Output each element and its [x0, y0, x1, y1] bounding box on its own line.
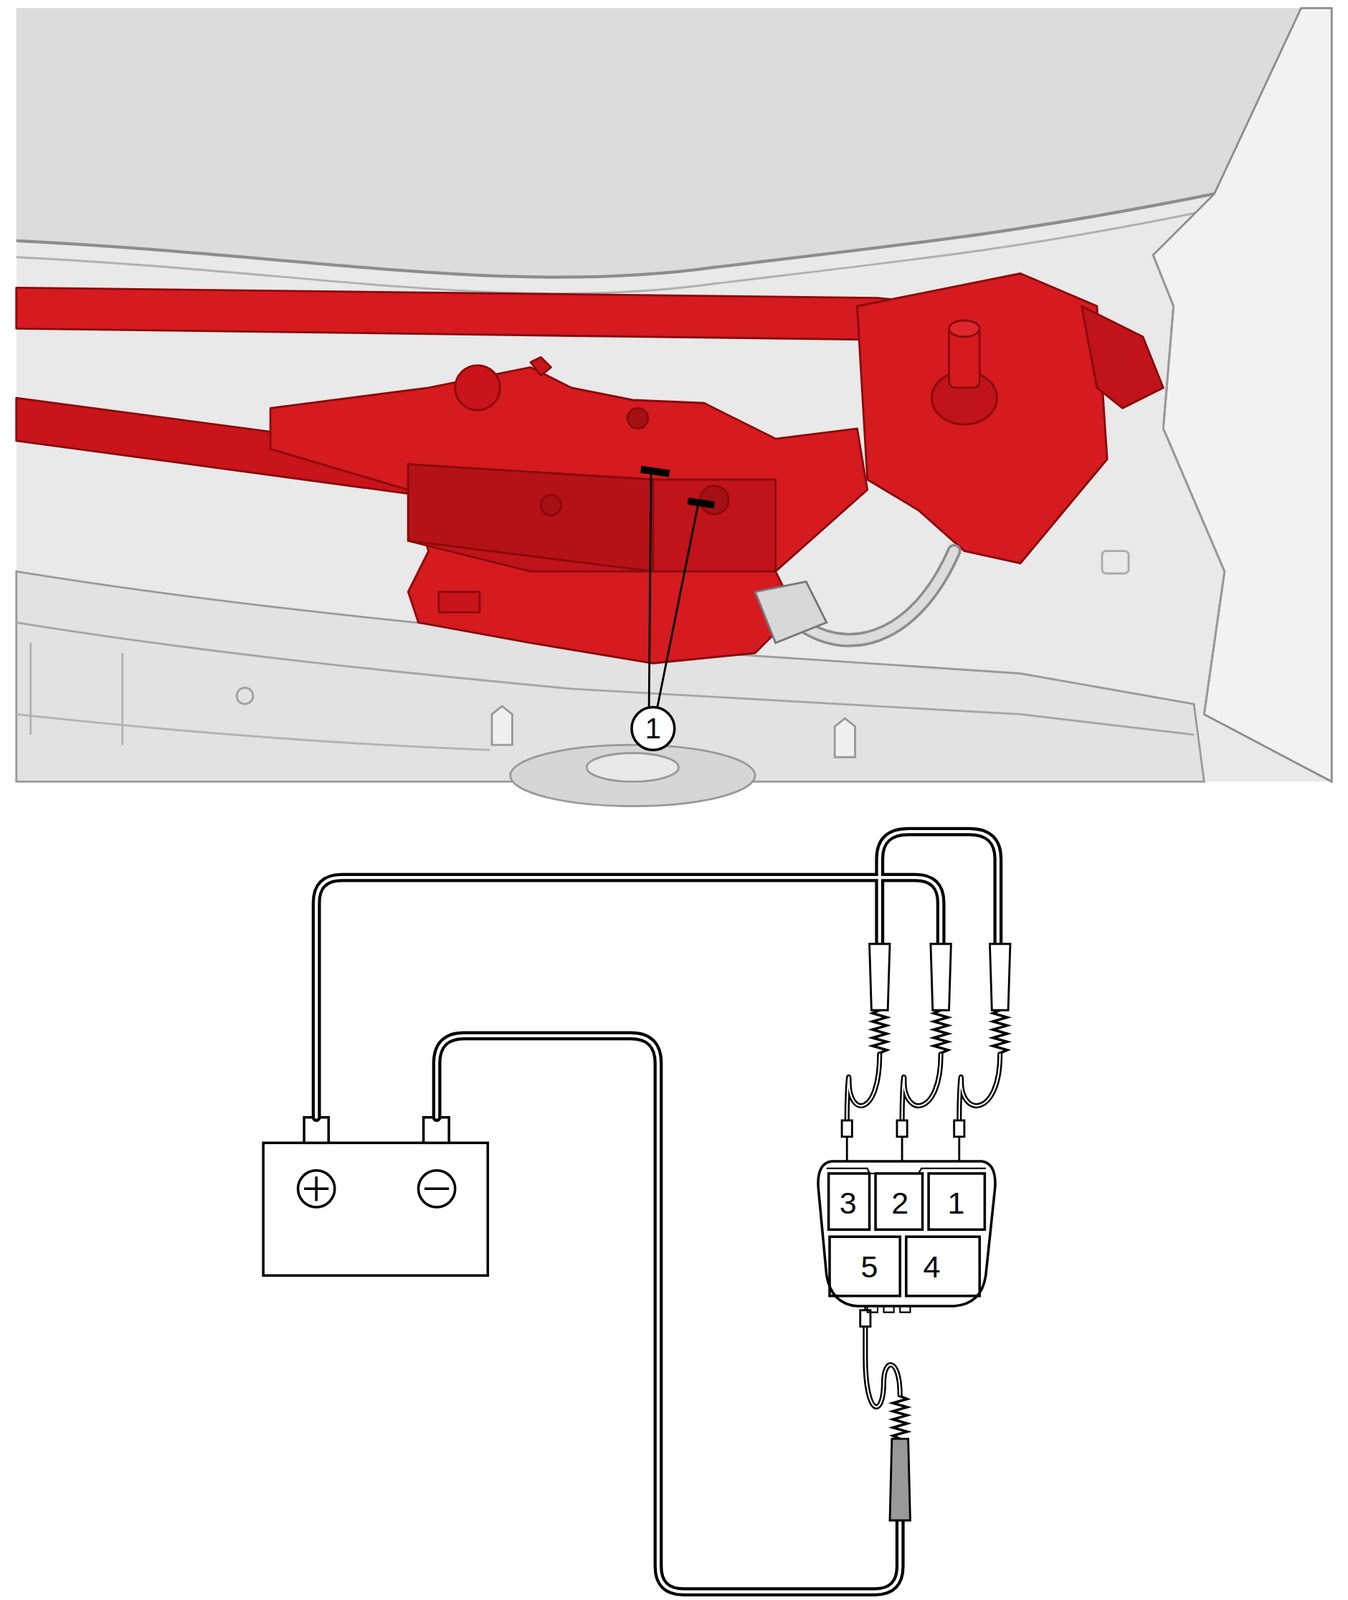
motor-connector [818, 1161, 996, 1313]
callout-leader [631, 469, 715, 751]
test-lead-wires-inner [316, 831, 999, 1592]
pin-number: 4 [922, 1251, 941, 1283]
pin-number: 1 [947, 1188, 966, 1219]
callout-number: 1 [645, 714, 662, 743]
pin-number: 2 [891, 1188, 909, 1219]
battery-symbol [263, 1117, 488, 1277]
pin-number: 5 [861, 1251, 879, 1283]
pin-number: 3 [839, 1188, 857, 1219]
wiper-linkage [16, 273, 1164, 664]
vehicle-cowl-view [16, 7, 1332, 806]
motor-harness [755, 551, 955, 644]
test-lead-wires [316, 831, 999, 1592]
